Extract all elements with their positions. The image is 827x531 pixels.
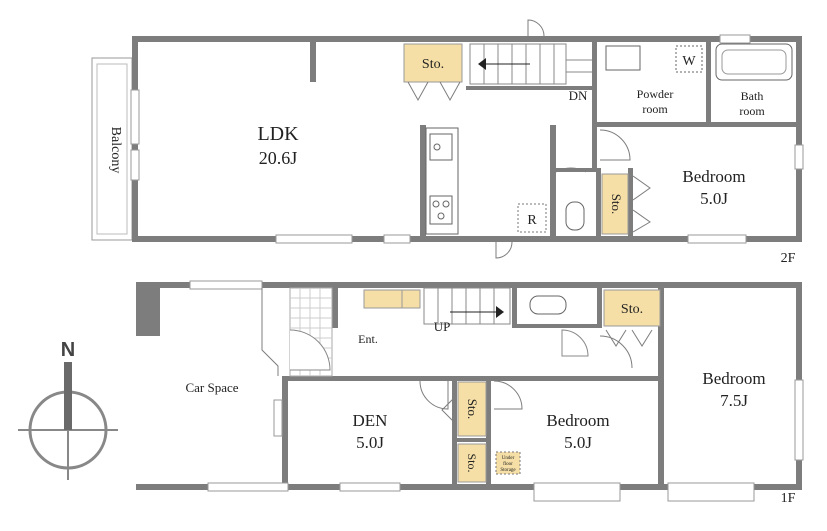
north-label: N xyxy=(61,339,75,361)
sto-2f-top-label: Sto. xyxy=(422,57,444,72)
first-floor: Ent. Car Space UP Sto. DEN 5.0J xyxy=(136,280,804,506)
sto-1f-lower-label: Sto. xyxy=(465,453,479,472)
shoe-cabinet xyxy=(363,289,421,309)
sto-1f-upper-label: Sto. xyxy=(465,399,480,420)
first-floor-walls xyxy=(136,280,804,502)
powder-line2: room xyxy=(642,102,668,116)
den-size: 5.0J xyxy=(356,433,384,452)
bedroom-mid-name: Bedroom xyxy=(546,411,609,430)
bedroom-right-name: Bedroom xyxy=(702,369,765,388)
ldk-name: LDK xyxy=(257,123,299,145)
up-label: UP xyxy=(434,319,451,334)
bedroom-2f-name: Bedroom xyxy=(682,167,745,186)
toilet-2f-icon xyxy=(565,201,585,231)
powder-line1: Powder xyxy=(637,87,674,101)
sink-icon xyxy=(429,133,453,161)
stairs-2f xyxy=(469,43,592,85)
second-floor-walls xyxy=(130,34,804,244)
entrance-label: Ent. xyxy=(358,332,378,346)
bedroom-right-size: 7.5J xyxy=(720,391,748,410)
fridge-space xyxy=(517,203,547,233)
second-floor: Balcony xyxy=(91,19,804,266)
floor-label-2f: 2F xyxy=(781,251,796,266)
entrance-tiles xyxy=(289,287,333,377)
stairs-1f xyxy=(423,287,511,325)
bedroom-2f-size: 5.0J xyxy=(700,189,728,208)
den-name: DEN xyxy=(353,411,388,430)
under-floor-line1: Under xyxy=(502,456,515,461)
sto-2f-top xyxy=(403,43,463,83)
floor-label-1f: 1F xyxy=(781,491,796,506)
sto-1f-top-label: Sto. xyxy=(621,302,643,317)
ldk-size: 20.6J xyxy=(259,148,298,168)
sto-1f-upper xyxy=(457,381,487,437)
car-space-label: Car Space xyxy=(185,380,238,395)
sto-1f-top xyxy=(603,289,661,327)
stove-icon xyxy=(429,195,453,225)
stairs-arrow-icon xyxy=(478,58,486,70)
sto-2f-bedroom xyxy=(601,173,629,235)
bedroom-mid-size: 5.0J xyxy=(564,433,592,452)
under-floor-line3: Storage xyxy=(500,468,516,473)
balcony-label: Balcony xyxy=(108,127,123,174)
balcony: Balcony xyxy=(91,57,133,241)
washbasin-icon xyxy=(605,45,641,71)
toilet-1f-icon xyxy=(529,295,567,315)
stairs-up-arrow-icon xyxy=(496,306,504,318)
under-floor-storage xyxy=(495,451,521,475)
compass-icon: N xyxy=(18,339,118,480)
bath-line2: room xyxy=(739,104,765,118)
washer-space xyxy=(675,45,703,73)
washer-label: W xyxy=(682,54,696,69)
kitchen-counter xyxy=(425,127,459,235)
under-floor-line2: floor xyxy=(503,462,513,467)
sto-1f-lower xyxy=(457,443,487,483)
fridge-label: R xyxy=(527,213,537,228)
dn-label: DN xyxy=(569,88,588,103)
bath-line1: Bath xyxy=(741,89,764,103)
sto-2f-bedroom-label: Sto. xyxy=(609,194,624,215)
